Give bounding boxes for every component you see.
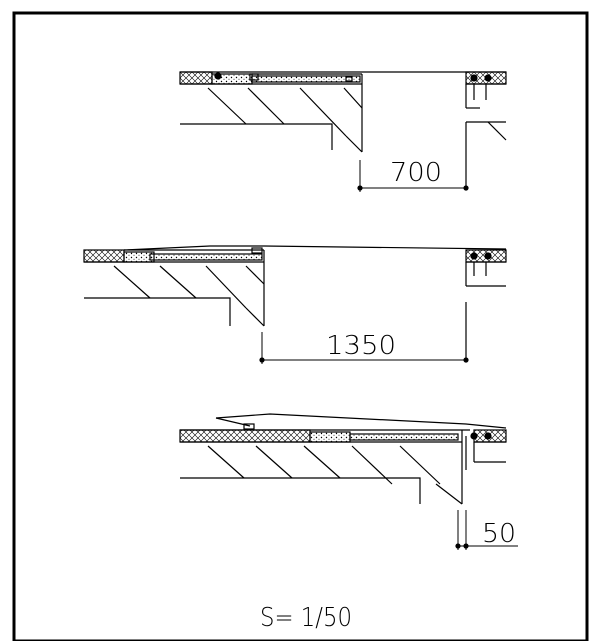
dimension-label-2: 1350 [326,331,396,361]
frame-channel [251,75,361,83]
frame-channel [149,253,263,261]
detail-2 [83,245,507,364]
floor-finish-hatch [83,249,125,263]
dimension-label-3: 50 [482,519,516,549]
scale-label: S= 1/50 [260,603,352,633]
frame-channel [349,433,459,441]
floor-finish-hatch [179,71,213,85]
floor-finish-hatch [179,429,311,443]
detail-3 [179,413,518,550]
sheet-border [12,11,589,641]
detail-1 [179,71,507,192]
mortar-bed [309,431,351,443]
dimension-label-1: 700 [390,158,442,188]
